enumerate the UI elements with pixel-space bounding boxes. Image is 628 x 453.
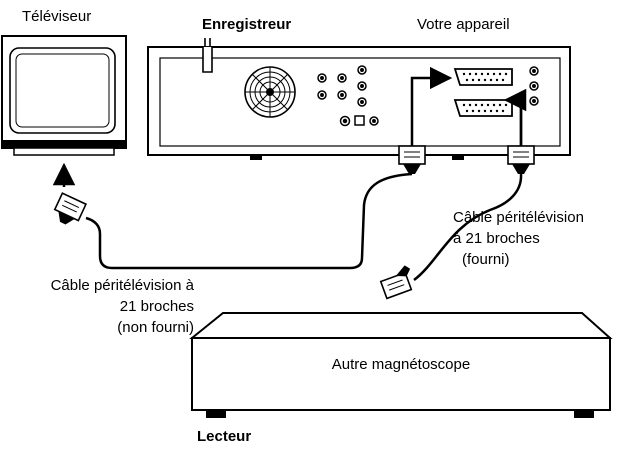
scart-plug-vcr <box>379 265 413 300</box>
cable-supplied-line1: Câble péritélévision <box>453 209 584 226</box>
scart-plug-recorder-2 <box>507 145 535 174</box>
digital-outputs <box>339 115 379 127</box>
cable-recorder-to-vcr <box>413 173 523 281</box>
your-device-label: Votre appareil <box>417 16 510 33</box>
arrow-to-scart-1 <box>410 66 453 146</box>
television <box>1 35 127 156</box>
cable-supplied-line2: à 21 broches <box>453 230 540 247</box>
cable-not-supplied-line1: Câble péritélévision à <box>50 277 194 294</box>
cable-tv-to-recorder <box>85 172 413 270</box>
scart-socket-1 <box>453 68 513 86</box>
scart-socket-2 <box>453 99 513 117</box>
arrow-to-scart-2 <box>503 88 527 146</box>
scart-plug-recorder-1 <box>398 145 426 174</box>
cable-supplied-line3: (fourni) <box>462 251 510 268</box>
player-label: Lecteur <box>197 428 252 445</box>
cooling-fan <box>244 66 296 118</box>
cable-not-supplied-line2: 21 broches <box>119 298 194 315</box>
power-cord-wire <box>204 38 211 47</box>
vcr-player <box>189 312 613 418</box>
vcr-label: Autre magnétoscope <box>331 356 471 373</box>
cable-not-supplied-line3: (non fourni) <box>117 319 194 336</box>
scart-plug-tv <box>53 192 88 225</box>
rca-jacks-right <box>529 66 539 106</box>
rca-jacks-middle <box>357 65 367 107</box>
rca-jacks-left <box>317 73 347 100</box>
tv-label: Téléviseur <box>22 8 92 25</box>
power-cord <box>202 47 213 73</box>
recorder-label: Enregistreur <box>202 16 292 33</box>
